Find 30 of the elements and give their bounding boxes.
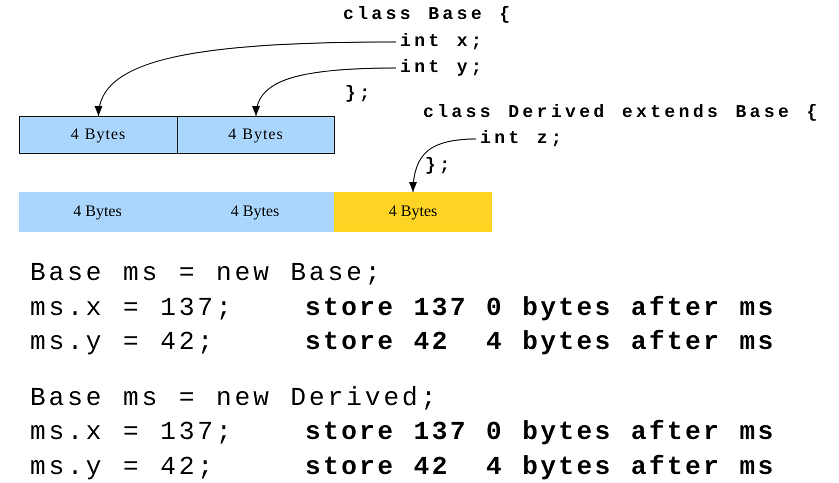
arrow	[409, 138, 476, 192]
code-line: int y;	[400, 58, 486, 78]
size-label: 4 Bytes	[388, 203, 438, 221]
size-label: 4 Bytes	[70, 126, 126, 144]
arrow	[96, 42, 396, 116]
code-line: class Base {	[343, 5, 514, 25]
code-line: ms.y = 42;	[30, 452, 216, 482]
memory-cell	[19, 192, 176, 232]
annotation-text: store 137 0 bytes after ms	[305, 293, 776, 323]
code-line: int x;	[400, 32, 486, 52]
code-line: ms.y = 42;	[30, 327, 216, 357]
memory-cell	[176, 192, 334, 232]
memory-cell	[334, 192, 492, 232]
code-line: ms.x = 137;	[30, 293, 235, 323]
arrow	[253, 68, 396, 116]
size-label: 4 Bytes	[228, 126, 284, 144]
code-line: ms.x = 137;	[30, 417, 235, 447]
annotation-text: store 42 4 bytes after ms	[305, 452, 776, 482]
code-line: class Derived extends Base {	[423, 103, 821, 123]
code-line: int z;	[480, 129, 566, 149]
memory-cell	[177, 116, 335, 154]
code-line: Base ms = new Derived;	[30, 383, 440, 413]
annotation-text: store 137 0 bytes after ms	[305, 417, 776, 447]
size-label: 4 Bytes	[73, 203, 122, 221]
annotation-text: store 42 4 bytes after ms	[305, 327, 776, 357]
code-line: };	[425, 156, 454, 176]
code-line: };	[345, 84, 374, 104]
memory-cell	[19, 116, 178, 154]
size-label: 4 Bytes	[230, 203, 280, 221]
code-line: Base ms = new Base;	[30, 258, 384, 288]
